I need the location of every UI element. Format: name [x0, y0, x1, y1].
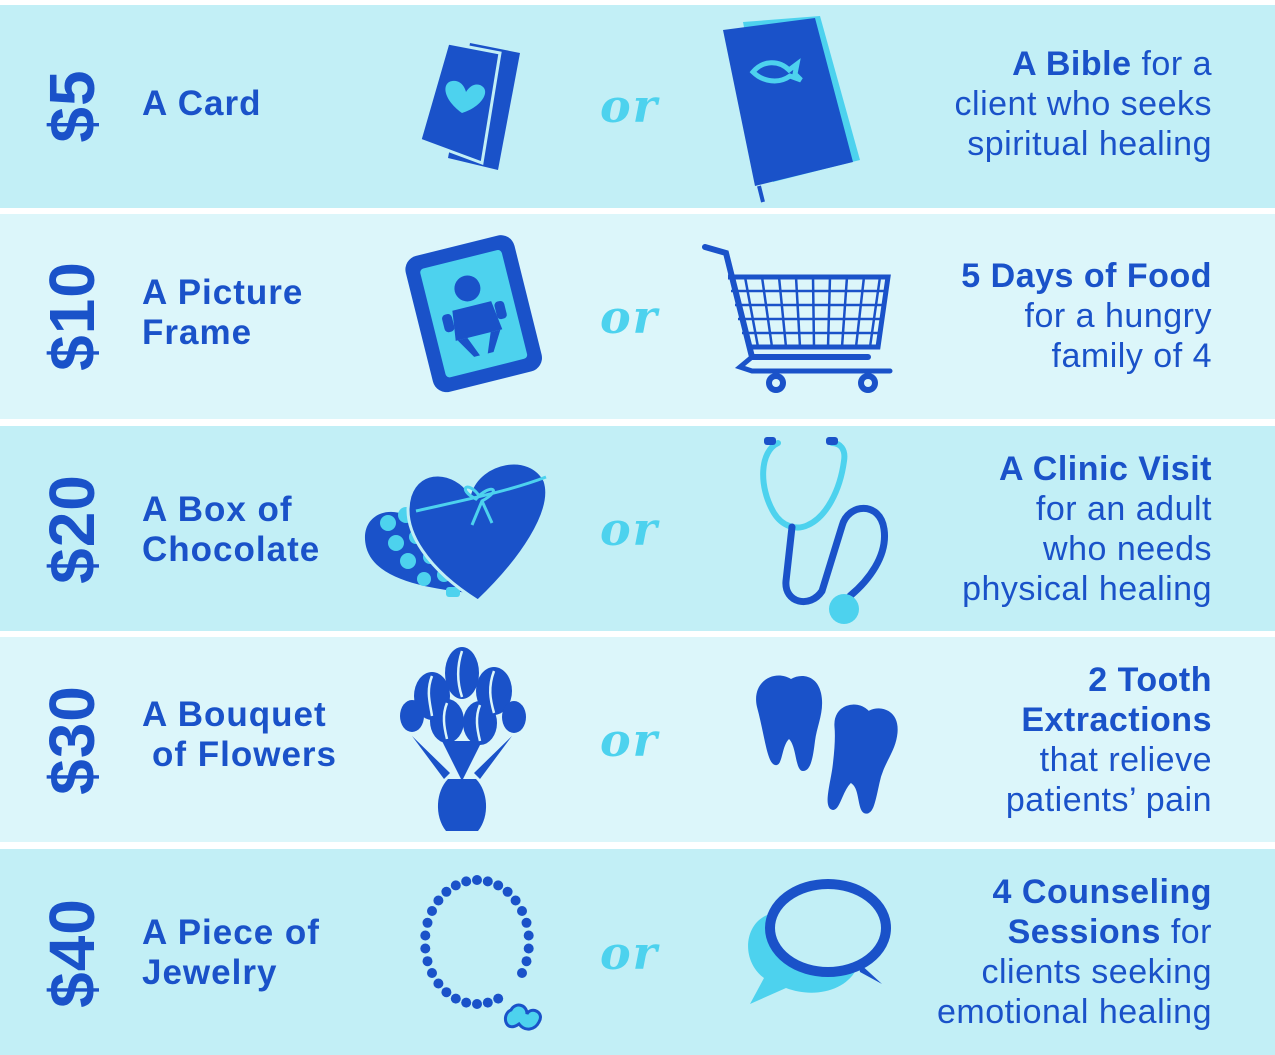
gift-line: A Card — [142, 84, 262, 123]
impact-line: A Bible for a — [955, 44, 1212, 84]
impact-bold: 2 Tooth — [1088, 661, 1212, 699]
impact-line: client who seeks — [954, 85, 1212, 123]
price-label: $30 — [36, 685, 108, 795]
or-label: or — [600, 926, 659, 980]
impact-line: patients’ pain — [1005, 781, 1212, 819]
impact-line: emotional healing — [936, 993, 1212, 1031]
impact-bold: A Clinic Visit — [999, 450, 1212, 488]
tooth-icon — [745, 667, 905, 827]
bible-icon — [715, 10, 865, 205]
gift-label: A Piece of Jewelry — [142, 913, 320, 993]
or-label: or — [600, 713, 659, 767]
price-label: $20 — [36, 474, 108, 584]
impact-line: who needs — [1043, 530, 1212, 568]
stethoscope-icon — [750, 431, 900, 626]
price-label: $5 — [36, 69, 108, 143]
impact-description: 2 Tooth Extractions that relieve patient… — [1006, 660, 1212, 820]
impact-line: Extractions — [1006, 700, 1212, 740]
impact-line: for a hungry — [1024, 297, 1212, 335]
impact-bold: 5 Days of Food — [961, 257, 1212, 295]
impact-description: A Clinic Visit for an adult who needs ph… — [962, 449, 1212, 609]
impact-line: that relieve — [1039, 741, 1212, 779]
impact-bold: A Bible — [1012, 45, 1132, 83]
gift-line: A Box of — [142, 490, 293, 529]
gift-line: Frame — [142, 313, 253, 352]
impact-line: spiritual healing — [967, 125, 1212, 163]
shopping-cart-icon — [700, 239, 900, 399]
or-label: or — [600, 79, 659, 133]
impact-description: 5 Days of Food for a hungry family of 4 — [961, 256, 1212, 376]
gift-line: A Bouquet — [142, 695, 327, 734]
speech-bubbles-icon — [740, 874, 895, 1009]
greeting-card-icon — [410, 35, 530, 175]
gift-label: A Card — [142, 84, 261, 124]
impact-bold: Sessions — [1007, 913, 1161, 951]
price-label: $40 — [36, 898, 108, 1008]
gift-line: A Picture — [142, 273, 304, 312]
impact-line: Sessions for — [937, 912, 1212, 952]
or-label: or — [600, 290, 659, 344]
gift-line: of Flowers — [152, 735, 338, 774]
impact-bold: 4 Counseling — [992, 873, 1212, 911]
necklace-icon — [415, 874, 555, 1034]
impact-line: clients seeking — [981, 953, 1212, 991]
or-label: or — [600, 502, 659, 556]
impact-line: 2 Tooth — [1006, 660, 1212, 700]
gift-line: Chocolate — [142, 530, 321, 569]
picture-frame-icon — [395, 226, 550, 396]
gift-label: A Picture Frame — [142, 273, 303, 353]
gift-label: A Bouquet of Flowers — [142, 695, 337, 775]
gift-line: A Piece of — [142, 913, 320, 952]
impact-line: A Clinic Visit — [962, 449, 1212, 489]
gift-label: A Box of Chocolate — [142, 490, 320, 570]
impact-line: family of 4 — [1051, 337, 1212, 375]
impact-line: 4 Counseling — [937, 872, 1212, 912]
impact-bold: Extractions — [1021, 701, 1212, 739]
flower-bouquet-icon — [392, 641, 532, 836]
row-5-dollars: $5 A Card or A Bible for a client who se… — [0, 5, 1275, 208]
impact-rest: for a — [1131, 45, 1212, 83]
gift-line: Jewelry — [142, 953, 278, 992]
row-10-dollars: $10 A Picture Frame or — [0, 214, 1275, 419]
impact-line: physical healing — [962, 570, 1212, 608]
impact-description: 4 Counseling Sessions for clients seekin… — [937, 872, 1212, 1032]
impact-description: A Bible for a client who seeks spiritual… — [955, 44, 1212, 164]
chocolate-box-icon — [360, 441, 555, 616]
row-40-dollars: $40 A Piece of Jewelry or 4 Counseling S… — [0, 849, 1275, 1055]
impact-line: for an adult — [1035, 490, 1212, 528]
impact-rest: for — [1160, 913, 1212, 951]
row-20-dollars: $20 A Box of Chocolate or — [0, 426, 1275, 631]
row-30-dollars: $30 A Bouquet of Flowers — [0, 637, 1275, 842]
price-label: $10 — [36, 261, 108, 371]
impact-line: 5 Days of Food — [961, 256, 1212, 296]
